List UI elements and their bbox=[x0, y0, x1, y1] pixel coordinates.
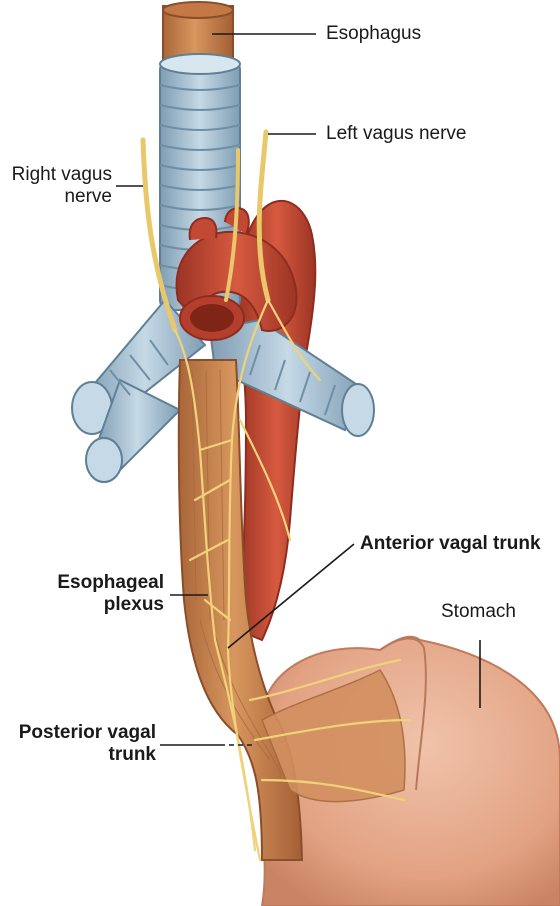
label-right-vagus-nerve: Right vagus nerve bbox=[0, 164, 112, 208]
aortic-arch-shape bbox=[175, 207, 298, 341]
leader-lines bbox=[116, 33, 481, 746]
label-esophageal-plexus-line1: Esophageal bbox=[57, 572, 164, 593]
label-posterior-vagal-trunk-line1: Posterior vagal bbox=[18, 722, 156, 743]
label-stomach: Stomach bbox=[441, 601, 516, 622]
label-esophageal-plexus: Esophageal plexus bbox=[14, 572, 164, 616]
label-esophagus: Esophagus bbox=[326, 23, 422, 44]
trachea-shape bbox=[71, 53, 375, 483]
label-right-vagus-line1: Right vagus bbox=[11, 164, 112, 185]
label-anterior-vagal-trunk: Anterior vagal trunk bbox=[360, 533, 541, 554]
label-left-vagus-nerve: Left vagus nerve bbox=[326, 123, 467, 144]
label-right-vagus-line2: nerve bbox=[64, 186, 112, 207]
label-posterior-vagal-trunk: Posterior vagal trunk bbox=[0, 722, 156, 766]
label-posterior-vagal-trunk-line2: trunk bbox=[108, 744, 157, 765]
label-esophageal-plexus-line2: plexus bbox=[103, 594, 164, 615]
leader-anterior-vagal-trunk bbox=[227, 543, 355, 649]
esophagus-lower bbox=[177, 359, 406, 861]
vagus-nerves bbox=[140, 129, 412, 862]
